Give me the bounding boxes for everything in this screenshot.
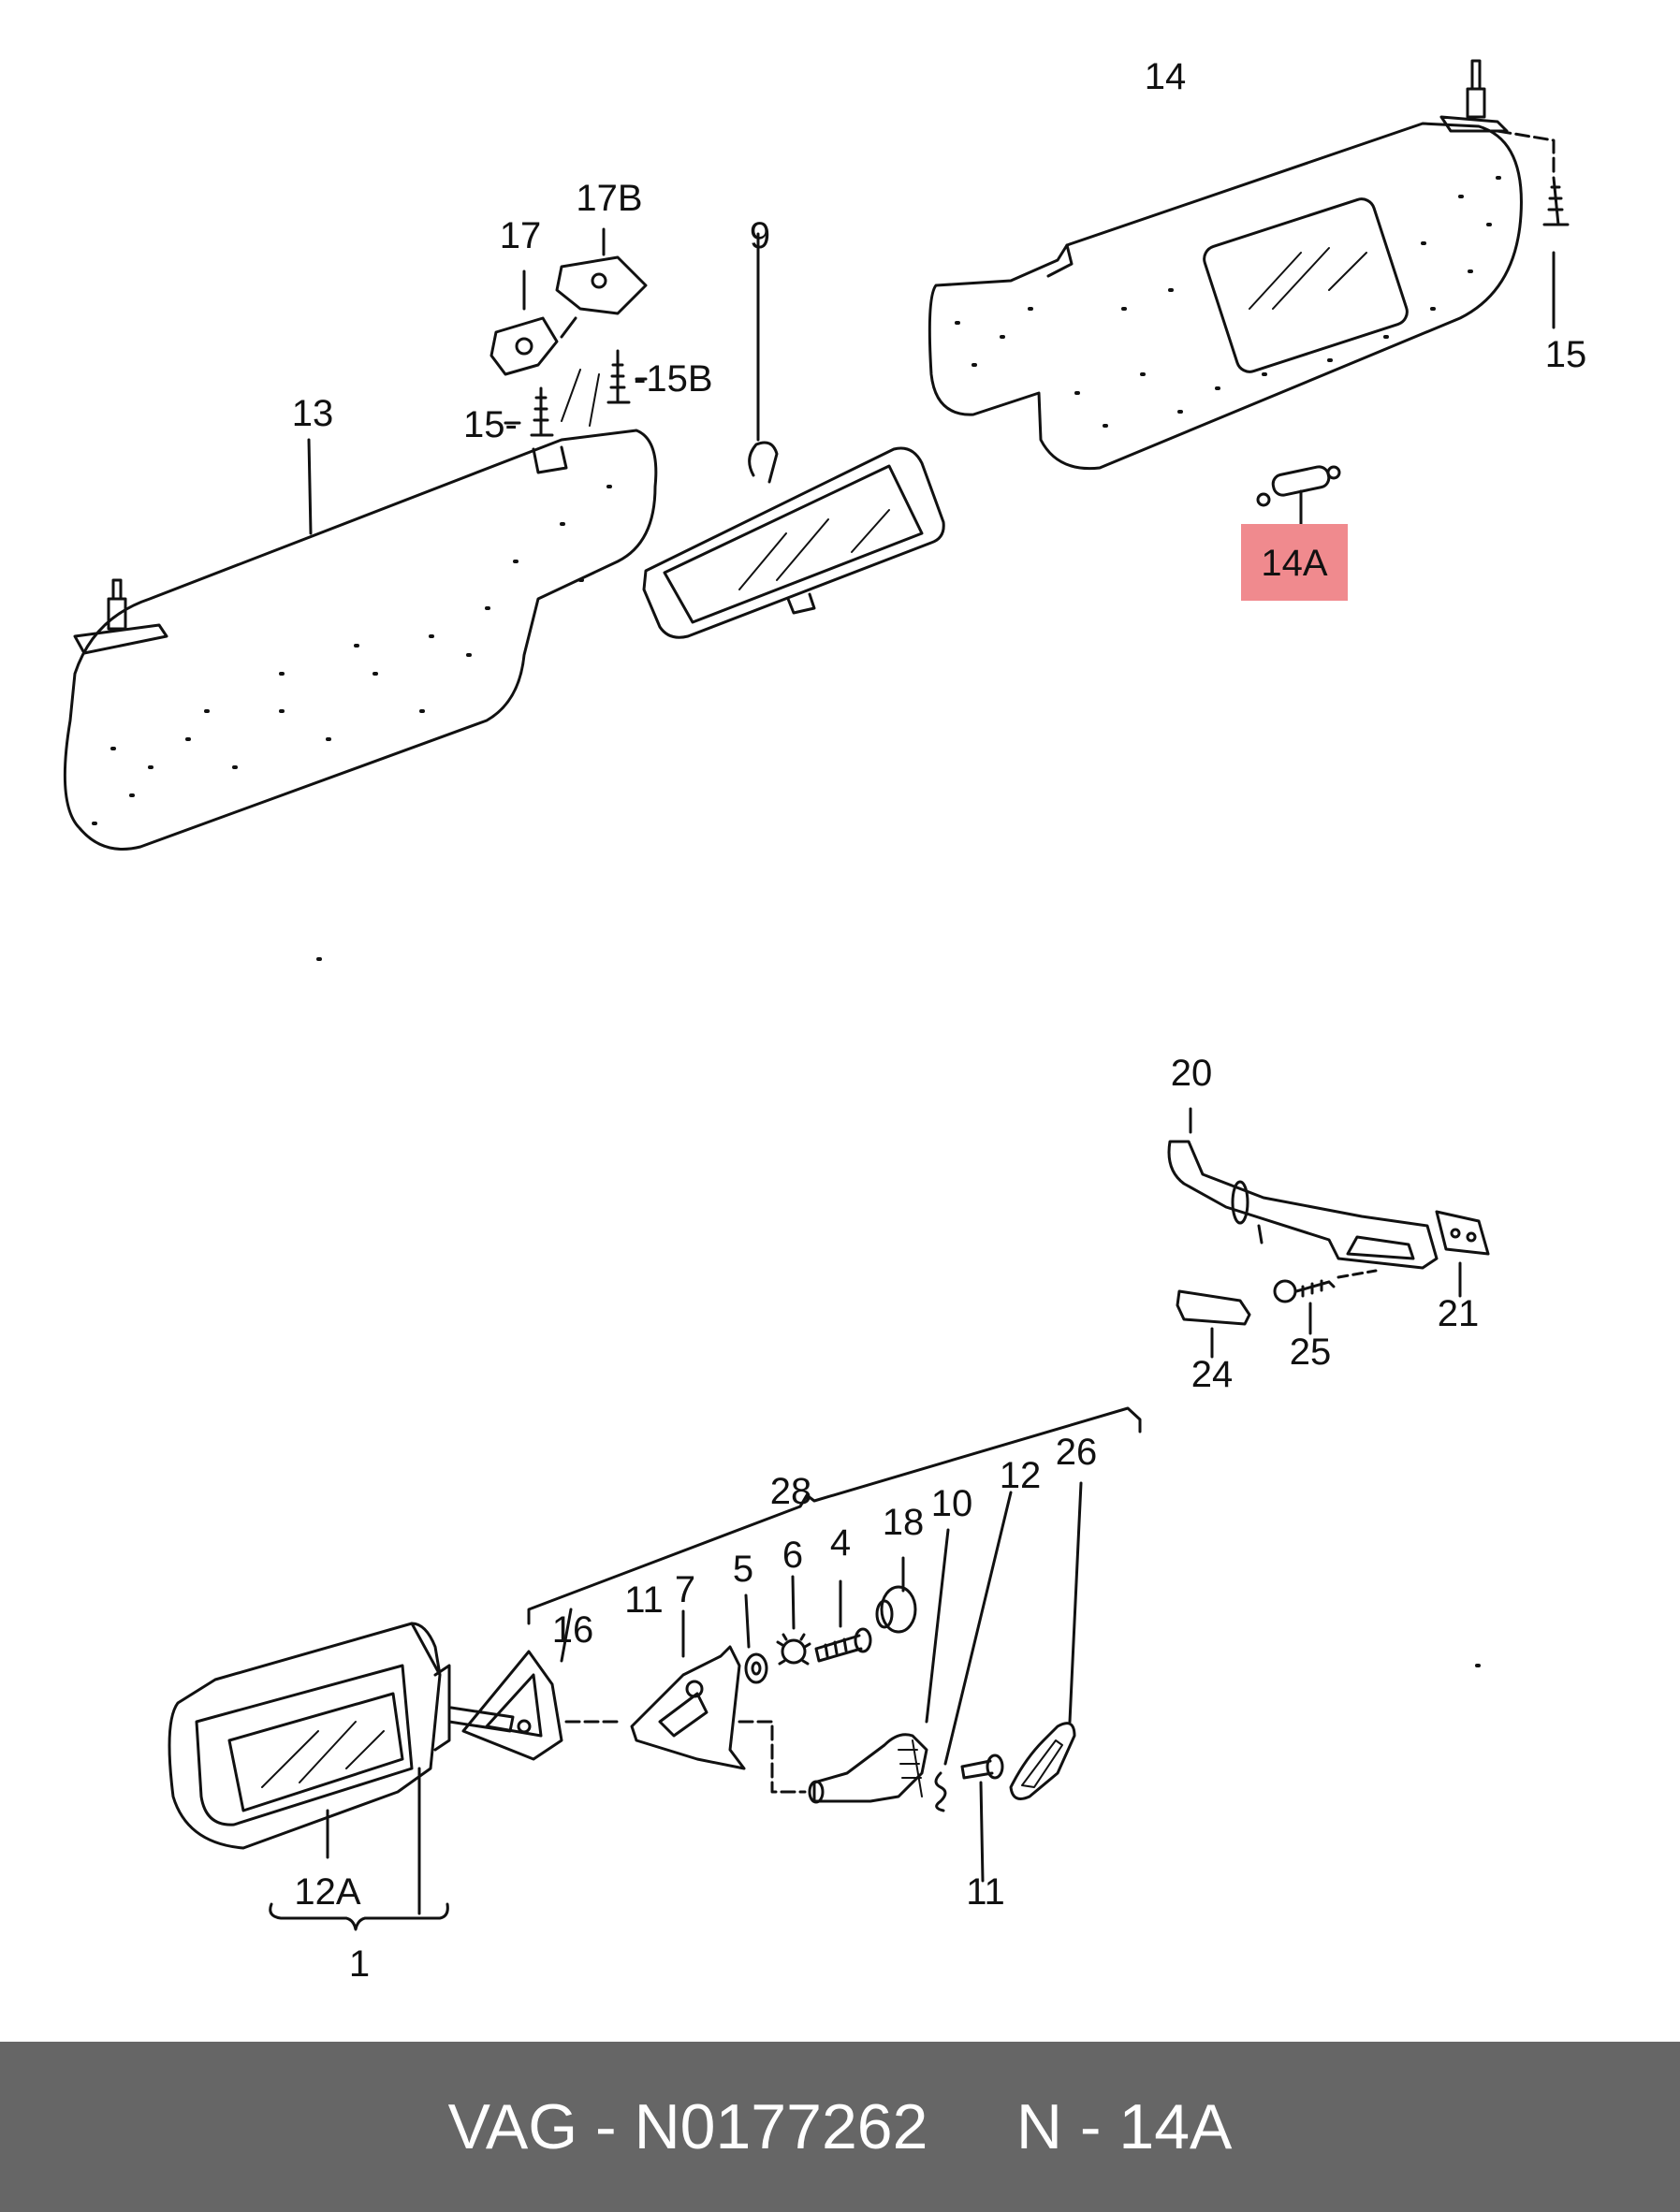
festoon-bulb bbox=[1256, 465, 1341, 526]
sun-visor-left bbox=[63, 429, 658, 851]
callout-11-lower: 11 bbox=[966, 1871, 1005, 1913]
callout-12: 12 bbox=[1000, 1455, 1042, 1496]
sun-visor-right bbox=[928, 59, 1570, 471]
callout-9: 9 bbox=[750, 215, 770, 256]
callout-16: 16 bbox=[552, 1609, 594, 1651]
callout-21: 21 bbox=[1438, 1293, 1480, 1334]
spring-screw-frame bbox=[934, 1481, 1083, 1883]
adjusting-lever bbox=[808, 1528, 950, 1804]
highlight-14A bbox=[1241, 524, 1348, 601]
callout-7: 7 bbox=[675, 1569, 695, 1610]
callout-15-left: 15- bbox=[463, 404, 518, 445]
grab-handle bbox=[1167, 1107, 1490, 1359]
visor-holders bbox=[489, 227, 648, 437]
callout-4: 4 bbox=[830, 1522, 851, 1564]
rear-view-mirror bbox=[642, 232, 945, 639]
callout-26: 26 bbox=[1056, 1432, 1098, 1473]
callout-12A: 12A bbox=[294, 1871, 360, 1913]
callout-15-right: 15 bbox=[1545, 334, 1587, 375]
assembly-brace-28 bbox=[527, 1406, 1142, 1625]
callout-24: 24 bbox=[1191, 1354, 1234, 1395]
part-number-footer: VAG - N0177262 N - 14A bbox=[0, 2042, 1680, 2212]
callout-14A: 14A bbox=[1261, 543, 1327, 584]
callout-17B: 17B bbox=[576, 178, 642, 219]
callout-11-upper: 11 bbox=[624, 1579, 664, 1621]
callout-28: 28 bbox=[770, 1471, 812, 1512]
callout-18: 18 bbox=[883, 1502, 925, 1543]
callout-10: 10 bbox=[931, 1483, 973, 1524]
callout-14: 14 bbox=[1145, 56, 1187, 97]
callout-5: 5 bbox=[733, 1549, 753, 1590]
parts-diagram: 14 17B 17 9 -15B 15 15- 13 14A 20 21 24 … bbox=[63, 56, 1587, 1985]
callout-25: 25 bbox=[1290, 1332, 1332, 1373]
callout-13: 13 bbox=[292, 393, 334, 434]
part-number-text: VAG - N0177262 N - 14A bbox=[447, 2091, 1233, 2162]
callout-15B: -15B bbox=[634, 358, 713, 400]
outside-mirror bbox=[168, 1622, 515, 1931]
mirror-bracket bbox=[461, 1608, 624, 1761]
callout-17: 17 bbox=[500, 215, 542, 256]
vanity-mirror bbox=[1203, 197, 1409, 373]
callout-1: 1 bbox=[349, 1943, 370, 1985]
callout-6: 6 bbox=[782, 1535, 803, 1576]
callout-20: 20 bbox=[1171, 1053, 1213, 1094]
fastener-set bbox=[744, 1556, 917, 1684]
mirror-base bbox=[630, 1609, 807, 1794]
